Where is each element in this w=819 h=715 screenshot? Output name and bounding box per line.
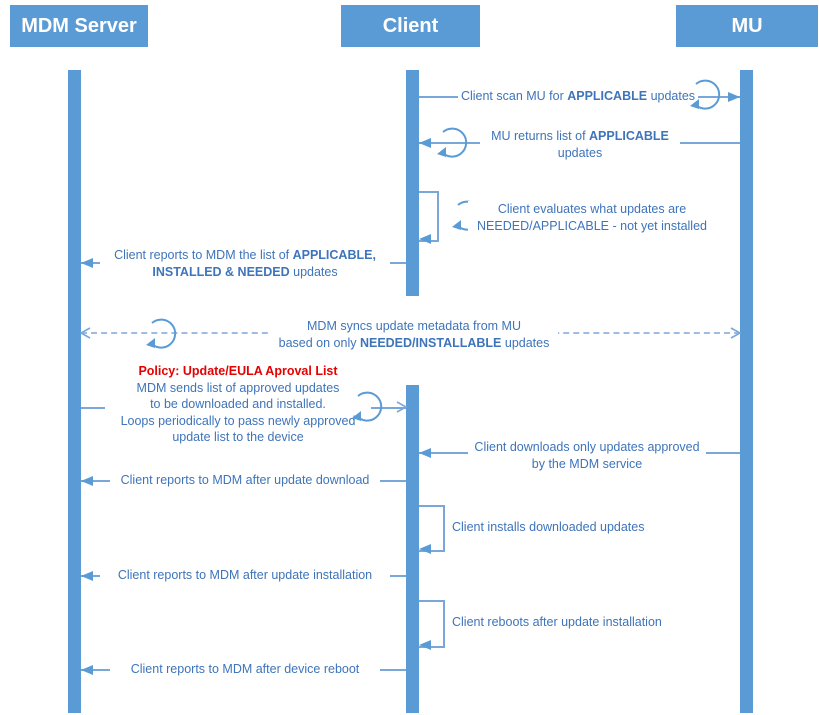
arrowhead-left-icon	[81, 476, 93, 486]
message-text: Client scan MU for APPLICABLE updates	[460, 89, 696, 103]
message-label-report-install: Client reports to MDM after update insta…	[100, 567, 390, 584]
loop-icon	[146, 318, 177, 349]
message-text: to be downloaded and installed.	[150, 397, 326, 411]
message-text: Loops periodically to pass newly approve…	[120, 413, 356, 428]
message-label-policy: Policy: Update/EULA Aproval List MDM sen…	[105, 363, 371, 446]
actor-mdm-server-label: MDM Server	[21, 14, 137, 37]
message-text: Client reports to MDM the list of APPLIC…	[114, 248, 376, 262]
self-call-bracket-reboots	[419, 600, 445, 648]
message-text: Client installs downloaded updates	[452, 520, 645, 534]
policy-heading: Policy: Update/EULA Aproval List	[138, 364, 338, 378]
actor-mu-label: MU	[731, 14, 763, 37]
self-call-bracket-installs	[419, 505, 445, 552]
open-arrowhead-right-icon	[396, 401, 408, 413]
message-text: MDM sends list of approved updates	[136, 380, 340, 395]
arrowhead-left-icon	[419, 448, 431, 458]
message-label-reboots: Client reboots after update installation	[450, 614, 694, 631]
message-label-evaluates: Client evaluates what updates are NEEDED…	[468, 201, 716, 234]
message-label-report-reboot: Client reports to MDM after device reboo…	[110, 661, 380, 678]
open-arrowhead-right-icon	[730, 327, 742, 339]
message-text: Client reports to MDM after update downl…	[120, 473, 370, 487]
message-text: Client reports to MDM after device reboo…	[130, 662, 360, 676]
arrowhead-left-icon	[419, 640, 431, 650]
loop-icon	[437, 127, 468, 158]
loop-icon	[352, 391, 383, 422]
message-label-scan: Client scan MU for APPLICABLE updates	[458, 88, 698, 105]
actor-mdm-server: MDM Server	[10, 5, 148, 47]
message-text: Client reports to MDM after update insta…	[117, 568, 373, 582]
arrowhead-left-icon	[419, 234, 431, 244]
message-text: MU returns list of APPLICABLE	[491, 129, 669, 143]
message-text: Client reboots after update installation	[452, 615, 662, 629]
message-label-downloads: Client downloads only updates approved b…	[468, 439, 706, 472]
lifeline-mu	[740, 70, 753, 713]
message-text: based on only NEEDED/INSTALLABLE updates	[278, 335, 550, 350]
lifeline-mdm-server	[68, 70, 81, 713]
message-text: INSTALLED & NEEDED updates	[152, 264, 338, 279]
open-arrowhead-left-icon	[79, 327, 91, 339]
message-label-sync: MDM syncs update metadata from MU based …	[270, 318, 558, 351]
message-text: updates	[557, 145, 603, 160]
lifeline-client-lower	[406, 385, 419, 713]
arrowhead-left-icon	[81, 571, 93, 581]
message-label-installs: Client installs downloaded updates	[450, 519, 694, 536]
arrowhead-left-icon	[419, 544, 431, 554]
actor-mu: MU	[676, 5, 818, 47]
actor-client-label: Client	[382, 14, 439, 37]
arrowhead-left-icon	[81, 258, 93, 268]
lifeline-client-upper	[406, 70, 419, 296]
arrowhead-right-icon	[728, 92, 740, 102]
arrowhead-left-icon	[419, 138, 431, 148]
message-label-report-list: Client reports to MDM the list of APPLIC…	[100, 247, 390, 280]
message-text: by the MDM service	[531, 456, 643, 471]
message-label-returns: MU returns list of APPLICABLE updates	[480, 128, 680, 161]
message-text: update list to the device	[172, 430, 304, 444]
message-text: MDM syncs update metadata from MU	[307, 319, 521, 333]
message-text: Client evaluates what updates are	[497, 202, 687, 216]
arrowhead-left-icon	[81, 665, 93, 675]
message-text: NEEDED/APPLICABLE - not yet installed	[477, 218, 707, 233]
message-text: Client downloads only updates approved	[474, 440, 700, 454]
loop-icon	[690, 79, 721, 110]
actor-client: Client	[341, 5, 480, 47]
message-label-report-download: Client reports to MDM after update downl…	[110, 472, 380, 489]
